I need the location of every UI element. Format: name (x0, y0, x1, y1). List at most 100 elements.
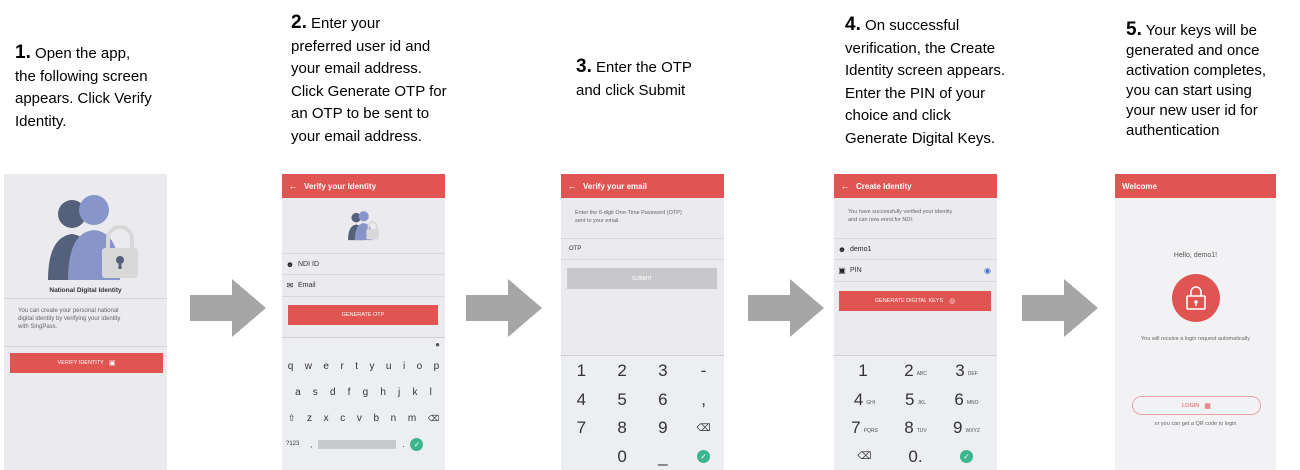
screen-verify-email: ← Verify your email Enter the 6-digit On… (561, 174, 724, 470)
key[interactable]: 1 (576, 361, 587, 381)
back-arrow-icon[interactable]: ← (567, 181, 577, 191)
otp-label: OTP (569, 246, 582, 252)
key[interactable]: r (340, 360, 344, 372)
key[interactable]: l (429, 386, 432, 398)
fingerprint-icon: ◎ (949, 298, 956, 305)
message-line: and can now enrol for NDI. (848, 217, 914, 223)
key[interactable]: 8 (617, 418, 627, 438)
key[interactable]: b (373, 412, 380, 424)
key[interactable]: y (369, 360, 375, 372)
key[interactable]: i (402, 360, 406, 372)
key[interactable]: v (356, 412, 362, 424)
ndi-id-field[interactable]: ☻ NDI ID (282, 253, 445, 275)
key[interactable]: 5 (617, 389, 627, 409)
key[interactable]: u (385, 360, 392, 372)
login-button[interactable]: LOGIN ▦ (1132, 396, 1261, 415)
done-check-icon[interactable]: ✓ (941, 443, 992, 470)
key[interactable]: z (306, 412, 312, 424)
key[interactable]: 6 (658, 389, 668, 409)
step-1-instructions: 1. Open the app, the following screen ap… (15, 42, 152, 133)
backspace-key-icon[interactable]: ⌫ (696, 422, 711, 434)
key[interactable]: s (312, 386, 318, 398)
key[interactable]: x (323, 412, 329, 424)
key[interactable]: _ (658, 446, 668, 466)
user-id-field[interactable]: ☻ demo1 (834, 238, 997, 260)
key[interactable]: e (323, 360, 329, 372)
key[interactable]: p (433, 360, 440, 372)
key[interactable]: 7 (576, 418, 587, 438)
done-check-icon[interactable]: ✓ (683, 443, 724, 470)
qr-code-icon: ▦ (1204, 402, 1211, 410)
key[interactable]: 3 (658, 361, 668, 381)
key[interactable]: n (390, 412, 397, 424)
step-text-line: On successful (865, 17, 960, 34)
key[interactable]: 1 (858, 361, 868, 381)
spacebar[interactable] (318, 439, 397, 449)
step-text-line: you can start using (1126, 82, 1252, 99)
otp-field[interactable]: OTP (561, 238, 724, 260)
step-text-line: appears. Click Verify (15, 90, 152, 107)
key[interactable]: a (295, 386, 301, 398)
comma-key[interactable]: , (310, 439, 313, 449)
backspace-key-icon[interactable]: ⌫ (857, 451, 872, 463)
key[interactable]: 9 (658, 418, 668, 438)
key[interactable]: d (329, 386, 336, 398)
step-text-line: Enter your (311, 15, 381, 32)
key[interactable]: h (380, 386, 386, 398)
period-key[interactable]: . (402, 439, 405, 449)
step-text-line: activation completes, (1126, 62, 1267, 79)
verify-identity-button[interactable]: VERIFY IDENTITY ▣ (10, 353, 163, 373)
back-arrow-icon[interactable]: ← (288, 181, 298, 191)
key[interactable]: t (355, 360, 359, 372)
key[interactable]: o (416, 360, 423, 372)
generate-digital-keys-button[interactable]: GENERATE DIGITAL KEYS ◎ (839, 291, 991, 311)
email-field[interactable]: ✉ Email (282, 275, 445, 297)
symbols-key[interactable]: ?123 (286, 441, 300, 447)
user-id-value: demo1 (850, 245, 872, 253)
generate-otp-button[interactable]: GENERATE OTP (288, 305, 438, 325)
email-placeholder: Email (298, 282, 316, 289)
step-4-instructions: 4. On successful verification, the Creat… (845, 14, 1005, 150)
shift-key-icon[interactable]: ⇧ (287, 412, 296, 423)
next-arrow-icon (466, 279, 542, 337)
key[interactable]: 2 (617, 361, 627, 381)
step-text-line: Identity. (15, 112, 67, 130)
key[interactable]: q (287, 360, 294, 372)
key[interactable] (561, 443, 602, 470)
login-notice: You will receive a login request automat… (1141, 336, 1250, 342)
next-arrow-icon (1022, 279, 1098, 337)
back-arrow-icon[interactable]: ← (840, 181, 850, 191)
backspace-key-icon[interactable]: ⌫ (427, 413, 440, 423)
key[interactable]: k (412, 386, 418, 398)
done-check-icon[interactable]: ✓ (410, 437, 424, 451)
key[interactable]: 0 (617, 446, 627, 466)
step-text-line: an OTP to be sent to (291, 105, 430, 122)
microphone-icon[interactable]: ● (435, 340, 440, 349)
key[interactable]: j (398, 386, 401, 398)
key[interactable]: w (304, 360, 312, 372)
step-text-line: Identity screen appears. (845, 62, 1006, 79)
person-icon: ☻ (837, 244, 847, 254)
ndi-id-placeholder: NDI ID (298, 260, 319, 268)
pin-field[interactable]: ▣ PIN ◉ (834, 260, 997, 282)
key[interactable]: - (700, 361, 707, 381)
eye-icon[interactable]: ◉ (984, 266, 991, 275)
key[interactable]: g (362, 386, 369, 398)
key[interactable]: m (407, 412, 417, 424)
app-bar: ← Create Identity (834, 174, 997, 198)
key[interactable]: 4 (576, 389, 587, 409)
submit-button[interactable]: SUBMIT (567, 268, 717, 289)
key[interactable]: 0. (908, 446, 923, 466)
identity-users-icon (348, 211, 379, 241)
key[interactable]: c (340, 412, 346, 424)
key[interactable]: , (701, 389, 706, 409)
key[interactable]: f (347, 386, 351, 398)
